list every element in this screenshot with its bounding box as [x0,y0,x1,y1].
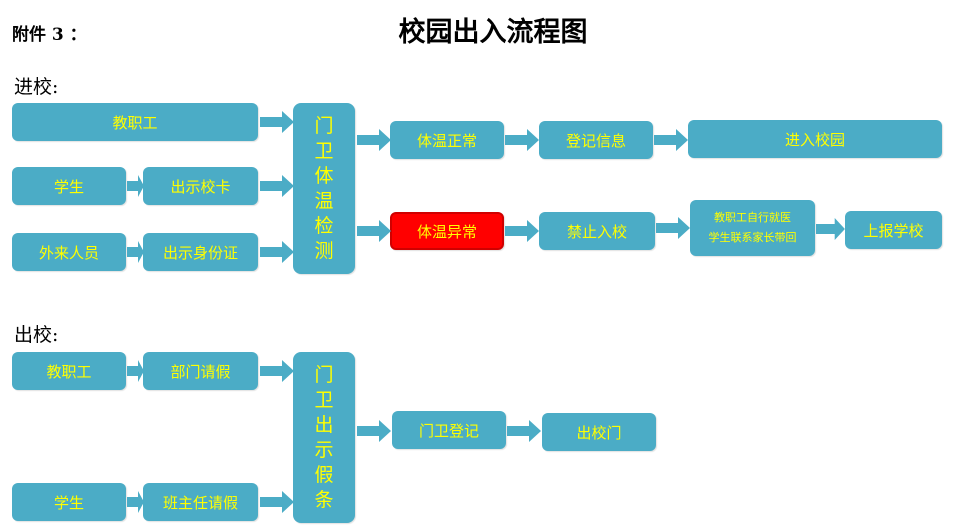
arrow-right-icon [260,241,294,263]
head-teacher-leave-box: 班主任请假 [143,483,258,521]
gate-check-char: 温 [314,189,334,212]
register-info-box: 登记信息 [539,121,653,159]
arrow-right-icon [260,111,294,133]
gate-check-char: 体 [314,164,334,187]
gate-pass-char: 条 [314,488,334,511]
arrow-right-icon [260,175,294,197]
attachment-label: 附件 3 ： [12,25,87,45]
exit-student-box: 学生 [12,483,126,521]
temperature-abnormal-box: 体温异常 [390,212,504,250]
report-school-box: 上报学校 [845,211,942,249]
show-id-card-box: 出示身份证 [143,233,258,271]
gate-pass-char: 假 [314,463,334,486]
arrow-right-icon [505,220,539,242]
arrow-right-icon [357,129,391,151]
exit-staff-box: 教职工 [12,352,126,390]
followup-line-staff: 教职工自行就医 [714,211,791,224]
page-title: 校园出入流程图 [398,17,588,48]
arrow-right-icon [127,241,144,263]
department-leave-box: 部门请假 [143,352,258,390]
arrow-right-icon [127,175,144,197]
gate-temperature-check-box: 门 卫 体 温 检 测 [293,103,355,274]
gate-pass-char: 示 [314,438,334,461]
arrow-right-icon [357,220,391,242]
gate-register-box: 门卫登记 [392,411,506,449]
show-school-card-box: 出示校卡 [143,167,258,205]
followup-box: 教职工自行就医 学生联系家长带回 [690,200,815,256]
enter-staff-box: 教职工 [12,103,258,141]
gate-leave-pass-box: 门 卫 出 示 假 条 [293,352,355,523]
enter-campus-box: 进入校园 [688,120,942,158]
no-entry-box: 禁止入校 [539,212,655,250]
arrow-right-icon [505,129,539,151]
followup-line-student: 学生联系家长带回 [708,231,797,244]
gate-check-char: 门 [314,114,334,137]
gate-pass-char: 卫 [314,388,334,411]
enter-visitor-box: 外来人员 [12,233,126,271]
gate-check-char: 检 [314,214,334,237]
gate-pass-char: 门 [314,363,334,386]
arrow-right-icon [127,491,144,513]
temperature-normal-box: 体温正常 [390,121,504,159]
arrow-right-icon [260,491,294,513]
exit-heading: 出校: [14,324,59,346]
arrow-right-icon [656,217,690,239]
arrow-right-icon [507,420,541,442]
enter-heading: 进校: [14,76,59,98]
gate-check-char: 测 [314,239,334,262]
enter-student-box: 学生 [12,167,126,205]
gate-check-char: 卫 [314,139,334,162]
exit-gate-box: 出校门 [542,413,656,451]
arrow-right-icon [816,218,845,240]
arrow-right-icon [654,129,688,151]
arrow-right-icon [260,360,294,382]
gate-pass-char: 出 [314,413,334,436]
arrow-right-icon [357,420,391,442]
arrow-right-icon [127,360,144,382]
